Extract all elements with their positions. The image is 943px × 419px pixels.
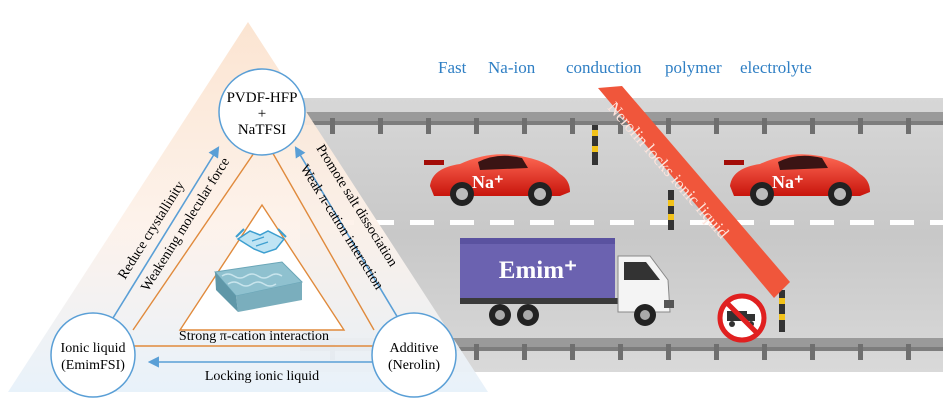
no-truck-sign-icon xyxy=(717,293,767,343)
guardrail-post xyxy=(522,118,527,134)
guardrail-post xyxy=(906,344,911,360)
guardrail-post xyxy=(618,118,623,134)
lane-dash xyxy=(410,220,434,225)
guardrail-post xyxy=(522,344,527,360)
node-right-line2: (Nerolin) xyxy=(388,358,440,373)
car-right: Na⁺ xyxy=(724,154,870,206)
polymer-membrane-icon xyxy=(214,261,304,312)
lane-dash xyxy=(730,220,754,225)
guardrail-post xyxy=(570,118,575,134)
node-top-line3: NaTFSI xyxy=(238,122,286,138)
guardrail-post xyxy=(570,344,575,360)
node-top: PVDF-HFP + NaTFSI xyxy=(218,68,306,156)
car-right-label: Na⁺ xyxy=(772,172,804,192)
lane-dash xyxy=(650,220,674,225)
lane-dash xyxy=(770,220,794,225)
handshake-icon xyxy=(235,228,287,254)
banner xyxy=(598,86,790,298)
guardrail-post xyxy=(474,344,479,360)
lane-dash xyxy=(690,220,714,225)
lane-dash xyxy=(610,220,634,225)
node-top-line2: + xyxy=(258,106,266,122)
guardrail-post xyxy=(666,344,671,360)
node-right: Additive (Nerolin) xyxy=(371,312,457,398)
lane-dash xyxy=(370,220,394,225)
lane-dash xyxy=(890,220,914,225)
guardrail-post xyxy=(666,118,671,134)
guardrail-post xyxy=(714,118,719,134)
guardrail-post xyxy=(330,118,335,134)
label-locking-ionic-liquid: Locking ionic liquid xyxy=(205,369,319,384)
node-top-line1: PVDF-HFP xyxy=(227,90,298,106)
lane-dash xyxy=(850,220,874,225)
title-word-4: polymer xyxy=(665,58,722,77)
guardrail-post xyxy=(858,344,863,360)
node-left-line2: (EmimFSI) xyxy=(61,358,125,373)
lane-dash xyxy=(490,220,514,225)
guardrail-post xyxy=(426,118,431,134)
car-left: Na⁺ xyxy=(424,154,570,206)
node-right-line1: Additive xyxy=(390,341,439,356)
lane-dash xyxy=(530,220,554,225)
guardrail-post xyxy=(378,118,383,134)
guardrail-post xyxy=(762,344,767,360)
guardrail-post xyxy=(618,344,623,360)
node-left-line1: Ionic liquid xyxy=(61,341,126,356)
relationship-arrows xyxy=(112,146,399,368)
truck-label: Emim⁺ xyxy=(499,257,577,284)
truck: Emim⁺ xyxy=(460,238,674,326)
title-word-1: Fast xyxy=(438,58,467,77)
arrow-left-up xyxy=(112,146,220,319)
lane-dash xyxy=(570,220,594,225)
lane-dash xyxy=(930,220,943,225)
guardrail-post xyxy=(810,344,815,360)
guardrail-post xyxy=(714,344,719,360)
header-title: Fast Na-ion conduction polymer electroly… xyxy=(438,58,812,77)
guardrail-post xyxy=(474,118,479,134)
label-strong-pi-cation: Strong π-cation interaction xyxy=(179,329,329,344)
guardrail-post xyxy=(810,118,815,134)
guardrail-post xyxy=(906,118,911,134)
title-word-3: conduction xyxy=(566,58,642,77)
guardrail-post xyxy=(762,118,767,134)
title-word-2: Na-ion xyxy=(488,58,536,77)
title-word-5: electrolyte xyxy=(740,58,812,77)
arrow-right-up xyxy=(294,146,399,319)
node-left: Ionic liquid (EmimFSI) xyxy=(50,312,136,398)
lane-dash xyxy=(450,220,474,225)
guardrail-post xyxy=(858,118,863,134)
car-left-label: Na⁺ xyxy=(472,172,504,192)
lane-dash xyxy=(810,220,834,225)
